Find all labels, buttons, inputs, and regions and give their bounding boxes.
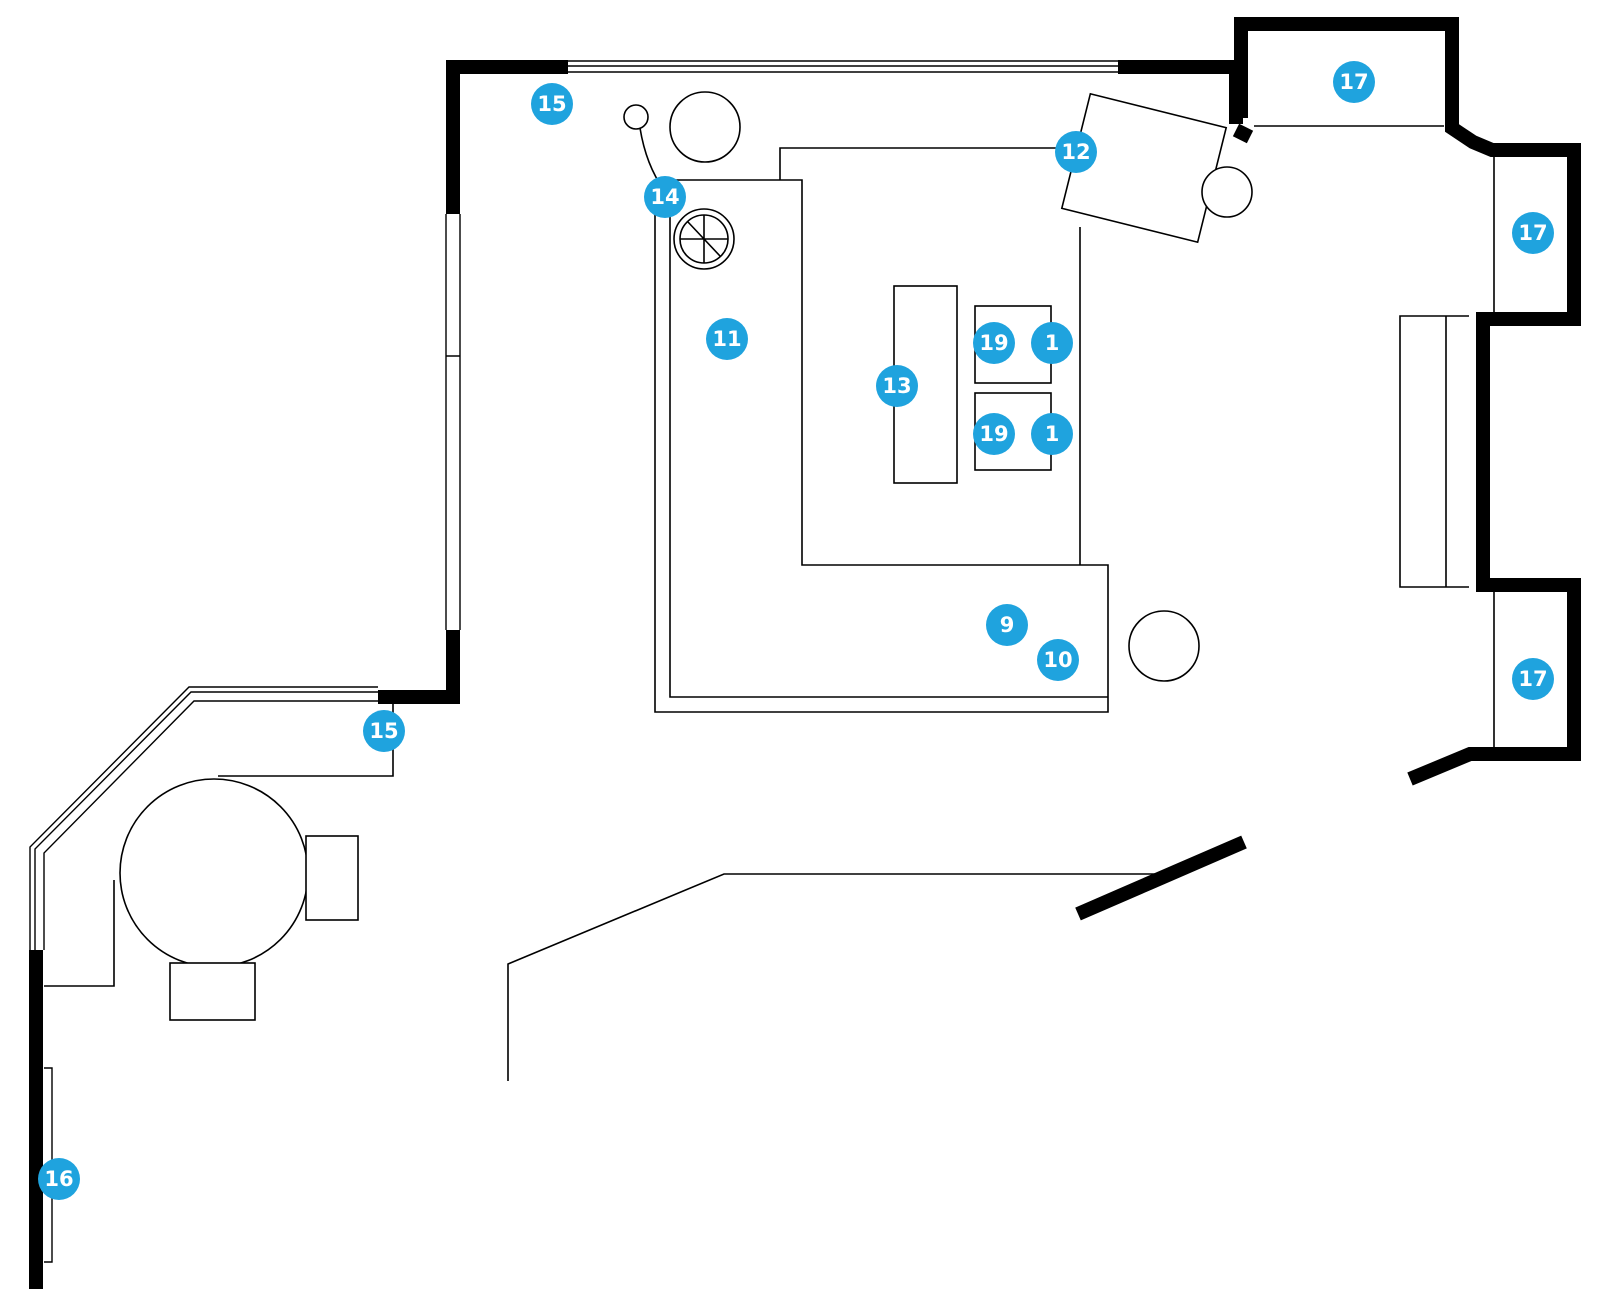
svg-text:14: 14 [650,185,679,209]
marker-13: 13 [876,365,918,407]
svg-text:19: 19 [979,331,1008,355]
counter-outer [654,179,1109,713]
marker-19-b: 19 [973,413,1015,455]
svg-text:1: 1 [1045,331,1060,355]
marker-17-top: 17 [1333,61,1375,103]
lamp-small [623,104,649,130]
svg-text:19: 19 [979,422,1008,446]
rug-outline [507,873,1158,1081]
marker-12: 12 [1055,131,1097,173]
side-table-top-right [1201,166,1253,218]
marker-17-right-bottom: 17 [1512,658,1554,700]
svg-text:15: 15 [537,92,566,116]
svg-text:16: 16 [44,1167,73,1191]
marker-1-b: 1 [1031,413,1073,455]
marker-9: 9 [986,604,1028,646]
window-top [568,60,1118,73]
marker-16: 16 [38,1158,80,1200]
markers: 15 14 12 17 17 11 13 19 1 19 1 9 10 17 1… [38,61,1554,1200]
wall-left-stub [378,630,460,704]
upper-zone-outline [779,147,1081,565]
wall-upper-left [446,60,568,214]
dining-chair-bottom [169,962,256,1021]
marker-17-right-top: 17 [1512,212,1554,254]
svg-text:13: 13 [882,374,911,398]
bay-window-line [1254,125,1495,754]
plant-top [669,91,741,163]
windows [29,60,1118,1263]
dining-table [119,778,309,968]
svg-text:10: 10 [1043,648,1072,672]
sink-cross [680,215,728,263]
window-diagonal [29,686,378,950]
wall-bay-top [1232,17,1581,786]
marker-15-top: 15 [531,83,573,125]
marker-11: 11 [706,318,748,360]
svg-text:12: 12 [1061,140,1090,164]
marker-10: 10 [1037,639,1079,681]
marker-19-a: 19 [973,322,1015,364]
dining-chair-right [305,835,359,921]
marker-14: 14 [644,176,686,218]
svg-text:17: 17 [1518,221,1547,245]
walls [29,17,1581,1289]
side-table-right [1128,610,1200,682]
window-left [445,214,461,630]
furniture [44,91,1495,1081]
counter-inner-line [669,180,1108,698]
marker-1-a: 1 [1031,322,1073,364]
svg-text:9: 9 [1000,613,1015,637]
svg-text:17: 17 [1339,70,1368,94]
svg-text:17: 17 [1518,667,1547,691]
bench-right [1399,315,1469,588]
marker-15-left: 15 [363,710,405,752]
svg-text:11: 11 [712,327,741,351]
wall-angled-bottom [1075,835,1247,921]
svg-text:1: 1 [1045,422,1060,446]
svg-text:15: 15 [369,719,398,743]
